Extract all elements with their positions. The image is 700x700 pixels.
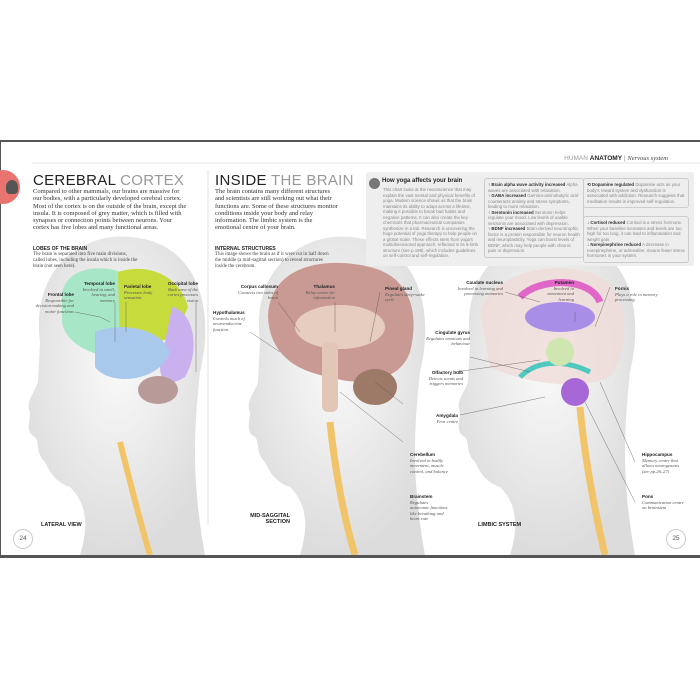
leader-lines xyxy=(74,286,636,503)
effect-name: ↑ Brain alpha wave activity increased xyxy=(488,182,566,187)
effect-desc: Serotonin helps regulate your mood. Low … xyxy=(488,209,569,226)
occipital-lobe xyxy=(160,307,194,383)
effect: ↑ GABA increased Gamma-aminobutyric acid… xyxy=(488,193,580,210)
title-bold: INSIDE xyxy=(215,172,267,189)
caption-limbic-system: LIMBIC SYSTEM xyxy=(478,522,522,528)
page-number-left: 24 xyxy=(13,529,33,549)
header-section: HUMAN xyxy=(564,155,588,162)
spinal-cord xyxy=(117,441,153,555)
yoga-effects-increased: ↑ Brain alpha wave activity increased Al… xyxy=(484,178,584,258)
effect-name: ↑ BDNF increased xyxy=(488,226,526,231)
brainstem xyxy=(322,342,338,412)
temporal-lobe xyxy=(95,327,170,379)
cerebral-cortex-title: CEREBRAL CORTEX xyxy=(33,172,184,189)
cerebellum xyxy=(138,376,178,404)
effect-name: ↑ GABA increased xyxy=(488,193,526,198)
effect-name: ⟲ Dopamine regulated xyxy=(587,182,635,187)
running-header: HUMAN ANATOMY | Nervous system xyxy=(564,155,668,162)
header-section-bold: ANATOMY xyxy=(589,155,623,162)
lobes-text: The brain is separated into five main di… xyxy=(33,252,138,269)
effect-desc: Brain-derived neurotrophic factor is a p… xyxy=(488,226,580,253)
yoga-effects-reduced: ↓ Cortisol reduced Cortisol is a stress … xyxy=(583,216,689,263)
caption-lateral-view: LATERAL VIEW xyxy=(41,522,82,528)
effect-desc: Cortisol is a stress hormone. When your … xyxy=(587,220,683,242)
effect: ↑ Serotonin increased Serotonin helps re… xyxy=(488,210,580,227)
yoga-title: How yoga affects your brain xyxy=(382,178,463,184)
head-midsagittal xyxy=(248,236,426,555)
effect: ↑ BDNF increased Brain-derived neurotrop… xyxy=(488,226,580,254)
cingulate-gyrus xyxy=(517,279,604,304)
inside-brain-intro: The brain contains many different struct… xyxy=(215,188,338,232)
effect-desc: A decrease in norepinephrine, or adrenal… xyxy=(587,242,685,258)
yoga-effects-regulated: ⟲ Dopamine regulated Dopamine acts as yo… xyxy=(583,178,689,208)
effect-name: ↑ Serotonin increased xyxy=(488,209,534,215)
anatomy-illustrations xyxy=(28,162,700,555)
effect-desc: Alpha waves are associated with relaxati… xyxy=(488,182,578,193)
effect-name: ↓ Norepinephrine reduced xyxy=(587,242,642,247)
effect-desc: Dopamine acts as your body's reward syst… xyxy=(587,182,685,204)
effect: ↑ Brain alpha wave activity increased Al… xyxy=(488,182,580,193)
caudate-nucleus xyxy=(525,302,595,332)
brain-head-icon xyxy=(6,180,18,194)
pons xyxy=(561,378,589,406)
inside-brain-title: INSIDE THE BRAIN xyxy=(215,172,354,189)
spinal-cord xyxy=(576,406,609,555)
yoga-panel xyxy=(366,172,694,266)
head-limbic xyxy=(458,236,636,555)
effect-desc: Gamma-aminobutyric acid counteracts anxi… xyxy=(488,193,579,209)
head-lateral xyxy=(28,236,206,555)
effect: ↓ Cortisol reduced Cortisol is a stress … xyxy=(587,220,685,242)
cerebral-cortex-intro: Compared to other mammals, our brains ar… xyxy=(33,188,187,232)
person-icon xyxy=(369,178,380,189)
spinal-cord xyxy=(326,421,359,555)
cerebellum-section xyxy=(353,369,397,405)
internal-structures-text: This image shows the brain as if it were… xyxy=(215,252,329,269)
header-topic: Nervous system xyxy=(627,155,668,162)
title-bold: CEREBRAL xyxy=(33,172,116,189)
header-separator: | xyxy=(623,155,626,162)
internal-structures-heading: INTERNAL STRUCTURES xyxy=(215,246,276,252)
page-number-right: 25 xyxy=(666,529,686,549)
effect-name: ↓ Cortisol reduced xyxy=(587,220,626,225)
caption-mid-sagittal: MID-SAGGITAL SECTION xyxy=(250,513,290,525)
title-light: THE BRAIN xyxy=(271,172,354,189)
title-light: CORTEX xyxy=(120,172,185,189)
lobes-heading: LOBES OF THE BRAIN xyxy=(33,246,88,252)
yoga-text: This chart looks at the neuroscience tha… xyxy=(383,187,478,258)
effect: ↓ Norepinephrine reduced A decrease in n… xyxy=(587,242,685,259)
